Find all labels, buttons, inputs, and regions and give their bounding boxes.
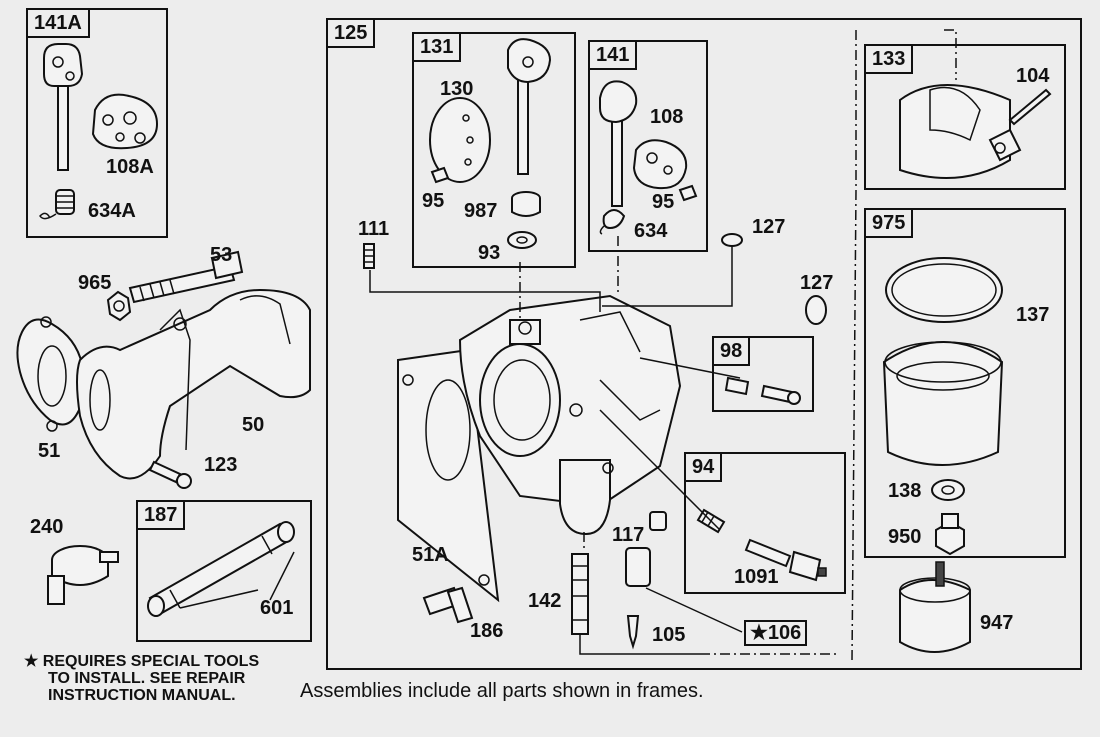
frame-133-tag: 133 [864,44,914,74]
part-947-solenoid [899,561,971,653]
part-137-oring [885,257,1003,323]
part-123-screw [148,460,192,489]
part-634a-spring [39,189,75,220]
special-tools-line-1: ★ REQUIRES SPECIAL TOOLS [24,653,260,670]
part-50-intake-elbow [76,288,311,480]
label-634: 634 [634,220,668,242]
part-108a-gasket [91,93,159,150]
frame-131: 131 [412,32,576,268]
label-634a: 634A [88,200,136,222]
label-127-b: 127 [800,272,834,294]
part-98-screw [724,376,801,405]
special-tools-line-3: INSTRUCTION MANUAL. [48,687,236,704]
label-987: 987 [464,200,498,222]
part-142-emulsion-tube [571,553,589,635]
part-53-fitting [128,250,244,304]
part-95-screw-a [430,166,450,184]
part-108-gasket [632,139,688,190]
label-186: 186 [470,620,504,642]
carburetor-body [458,294,682,536]
label-51a: 51A [412,544,449,566]
label-95-b: 95 [652,191,675,213]
part-1091-sensor [788,550,827,582]
frame-131-tag: 131 [412,32,462,62]
part-133-float [899,84,1022,179]
part-111-screw [363,243,375,269]
part-187-fuel-line [147,521,295,617]
frame-125: 125 [326,18,1082,670]
label-108: 108 [650,106,684,128]
part-634-spring [599,209,626,235]
frame-94-tag: 94 [684,452,723,482]
part-138-washer [931,479,965,501]
label-130: 130 [440,78,474,100]
label-105: 105 [652,624,686,646]
part-95-screw-b [678,184,698,202]
label-95-a: 95 [422,190,445,212]
frame-187: 187 [136,500,312,642]
frame-975: 975 [864,208,1066,558]
part-240-pump [47,545,119,605]
frame-98: 98 [712,336,814,412]
label-123: 123 [204,454,238,476]
label-965: 965 [78,272,112,294]
frame-141-tag: 141 [588,40,638,70]
part-51-gasket [16,316,86,432]
part-127-plug-b [805,295,827,325]
label-601: 601 [260,597,294,619]
part-106-nozzle [625,547,651,587]
label-106: ★106 [744,620,808,646]
frame-141: 141 [588,40,708,252]
label-138: 138 [888,480,922,502]
part-93-seal [507,231,537,249]
label-111: 111 [358,218,390,240]
label-51: 51 [38,440,61,462]
part-965-nut [106,290,132,322]
frame-133: 133 [864,44,1066,190]
part-117-plug [649,511,667,531]
label-950: 950 [888,526,922,548]
label-108a: 108A [106,156,154,178]
label-53: 53 [210,244,233,266]
frame-94: 94 [684,452,846,594]
assemblies-caption: Assemblies include all parts shown in fr… [300,680,704,702]
frame-187-tag: 187 [136,500,186,530]
label-142: 142 [528,590,562,612]
label-104: 104 [1016,65,1050,87]
part-130-throttle-plate [429,97,491,183]
label-137: 137 [1016,304,1050,326]
label-93: 93 [478,242,501,264]
part-987-seal [511,191,541,217]
part-141-choke-shaft [599,80,638,207]
label-127-a: 127 [752,216,786,238]
part-104-pin [1008,88,1052,126]
label-1091: 1091 [734,566,779,588]
part-950-screw [935,513,965,556]
frame-125-tag: 125 [326,18,376,48]
frame-141a: 141A [26,8,168,238]
frame-141a-tag: 141A [26,8,90,38]
frame-98-tag: 98 [712,336,751,366]
part-141a-shaft [43,43,84,171]
special-tools-line-2: TO INSTALL. SEE REPAIR [48,670,246,687]
label-240: 240 [30,516,64,538]
label-117: 117 [612,524,645,546]
label-947: 947 [980,612,1014,634]
part-105-needle [626,615,640,650]
label-50: 50 [242,414,265,436]
part-131-shaft [507,38,552,175]
frame-975-tag: 975 [864,208,914,238]
part-975-bowl [882,341,1004,466]
part-186-fitting [422,586,474,624]
